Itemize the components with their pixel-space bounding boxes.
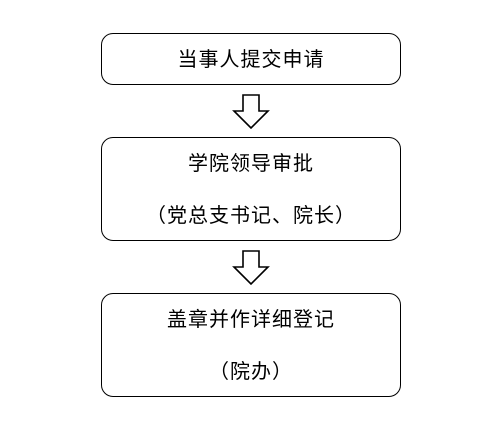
step-sublabel: （院办） xyxy=(209,359,293,383)
step-box-leader-approval: 学院领导审批 （党总支书记、院长） xyxy=(101,137,401,241)
step-box-stamp-and-register: 盖章并作详细登记 （院办） xyxy=(101,293,401,397)
step-label: 盖章并作详细登记 xyxy=(167,307,335,331)
step-label: 当事人提交申请 xyxy=(177,47,325,71)
down-arrow-icon xyxy=(232,94,270,130)
step-label: 学院领导审批 xyxy=(188,151,314,175)
step-box-submit-application: 当事人提交申请 xyxy=(101,33,401,85)
down-arrow-icon xyxy=(232,250,270,286)
step-sublabel: （党总支书记、院长） xyxy=(146,203,356,227)
